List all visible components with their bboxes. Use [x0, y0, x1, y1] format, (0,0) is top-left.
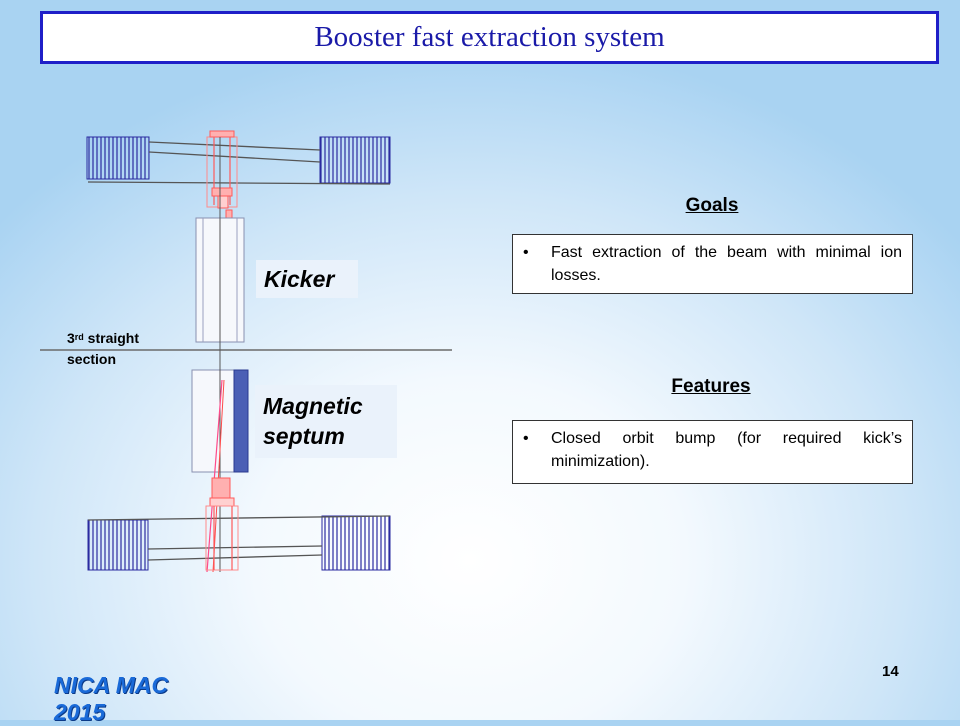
- goals-text: Fast extraction of the beam with minimal…: [551, 244, 902, 284]
- slide-title: Booster fast extraction system: [314, 21, 665, 53]
- kicker-label: Kicker: [256, 260, 358, 298]
- features-text: Closed orbit bump (for required kick’s m…: [551, 430, 902, 470]
- straight-section-label: 3rd straight section: [67, 330, 140, 367]
- page-number: 14: [882, 663, 899, 680]
- features-heading: Features: [671, 376, 751, 397]
- title-box: Booster fast extraction system: [40, 11, 939, 64]
- magnet-bottom-right: [321, 515, 391, 571]
- magnet-top-right: [319, 136, 391, 184]
- footer-label: NICA MAC 2015: [54, 672, 169, 725]
- septum-label: Magnetic septum: [255, 385, 397, 458]
- goals-heading: Goals: [685, 195, 739, 216]
- magnet-top-left: [86, 136, 150, 180]
- features-box: • Closed orbit bump (for required kick’s…: [512, 420, 913, 484]
- magnet-bottom-left: [87, 519, 149, 571]
- goals-box: • Fast extraction of the beam with minim…: [512, 234, 913, 294]
- bullet: •: [523, 430, 529, 447]
- bullet: •: [523, 244, 529, 261]
- septum-blade: [233, 369, 249, 473]
